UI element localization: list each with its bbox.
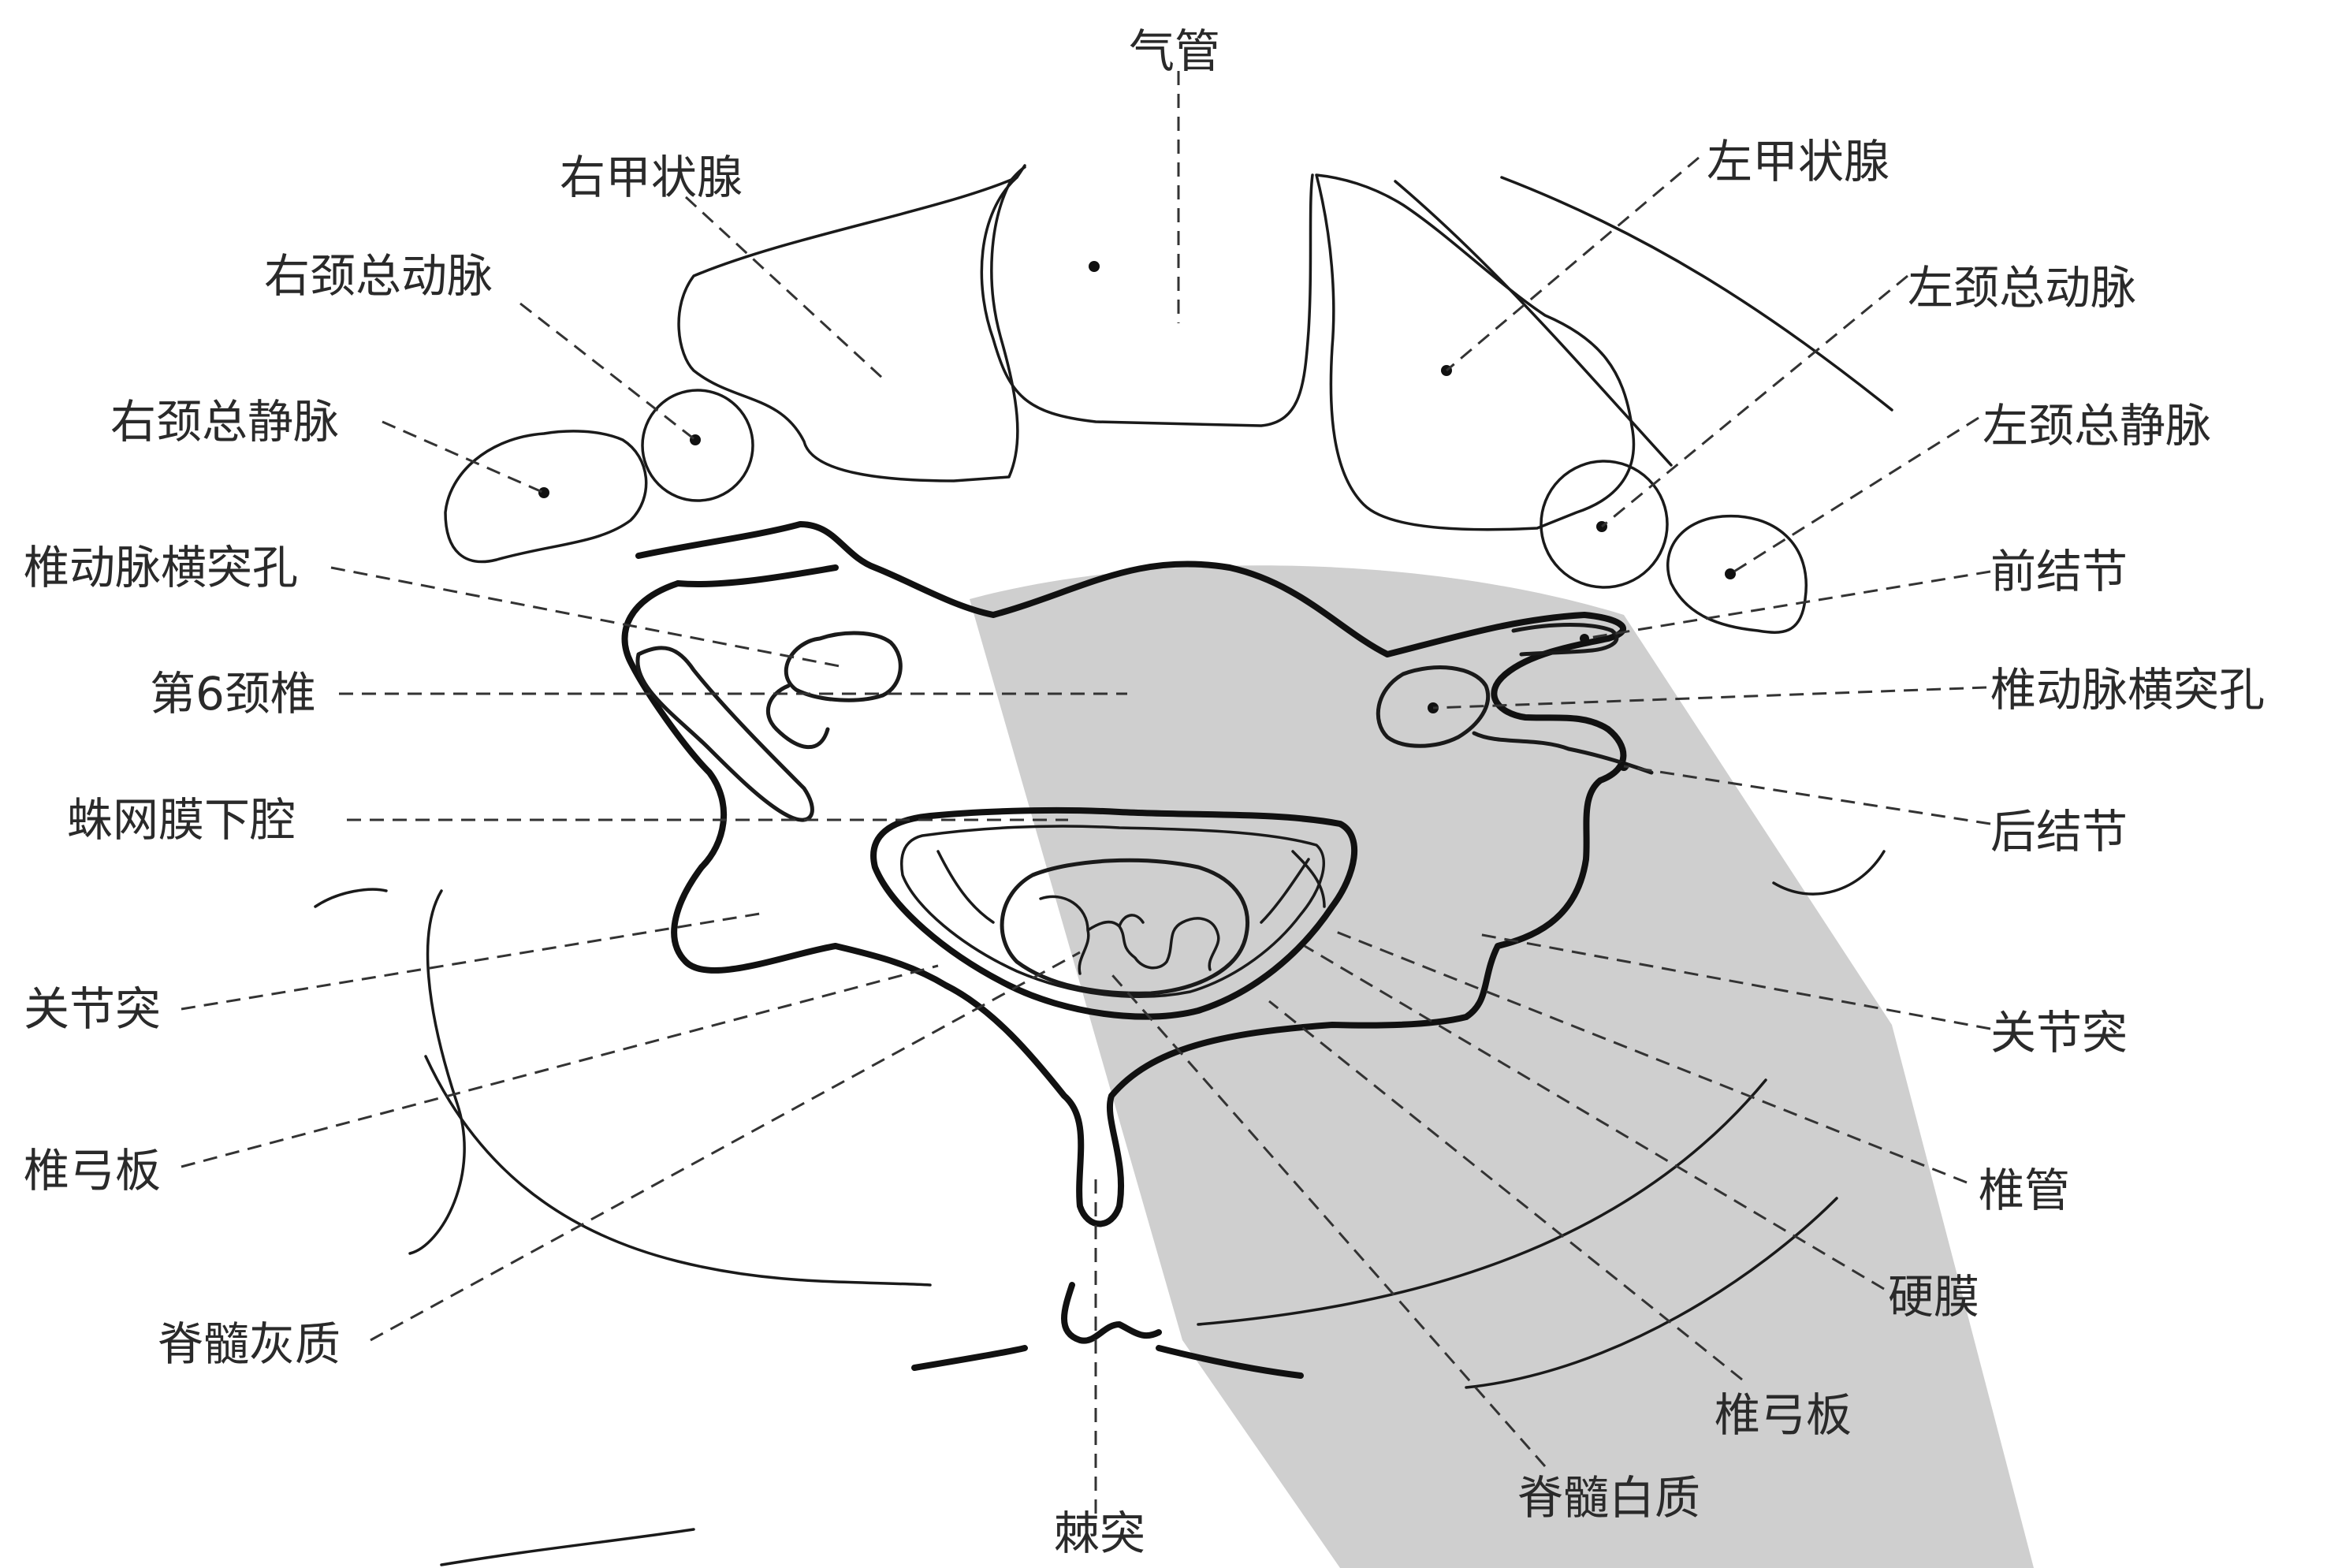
- trachea-outline: [981, 175, 1312, 426]
- leader-right-ijv: [382, 422, 544, 493]
- right-cca: [642, 390, 753, 501]
- label-right-ijv: 右颈总静脉: [110, 395, 339, 449]
- left-ijv: [1668, 516, 1807, 633]
- left-ijv-dot: [1725, 568, 1736, 579]
- label-left-lamina: 椎弓板: [1715, 1388, 1852, 1442]
- label-right-articular-process: 关节突: [24, 982, 161, 1036]
- right-transverse-inner: [768, 686, 828, 747]
- left-thyroid-outline: [1316, 175, 1633, 530]
- posterior-arc-right: [426, 1056, 930, 1285]
- right-ijv-dot: [538, 487, 549, 498]
- leader-anterior-tubercle: [1584, 572, 1990, 639]
- ligament-right: [914, 1348, 1025, 1368]
- anterior-tubercle-dot: [1580, 634, 1589, 643]
- left-neck-line-2: [1502, 177, 1892, 410]
- label-spinous-process: 棘突: [1054, 1507, 1145, 1560]
- leader-right-cca: [520, 304, 695, 440]
- label-trachea: 气管: [1129, 24, 1220, 78]
- watermark-band: [970, 565, 2034, 1568]
- spinous-base: [1064, 1285, 1159, 1341]
- right-transverse-foramen: [786, 633, 900, 700]
- leader-left-cca: [1602, 276, 1908, 527]
- label-c6-vertebra: 第6颈椎: [150, 667, 316, 721]
- lamina-curve-right: [410, 891, 464, 1253]
- right-thyroid-outline: [679, 180, 1018, 481]
- facet-curve-right: [315, 889, 386, 907]
- leader-left-ijv: [1730, 418, 1979, 574]
- skin-curve: [441, 1529, 694, 1565]
- label-white-matter: 脊髓白质: [1517, 1471, 1700, 1525]
- label-left-ijv: 左颈总静脉: [1983, 399, 2211, 453]
- label-right-lamina: 椎弓板: [24, 1144, 161, 1197]
- label-dura-mater: 硬膜: [1888, 1270, 1979, 1324]
- label-left-thyroid: 左甲状腺: [1707, 135, 1890, 188]
- label-anterior-tubercle: 前结节: [1990, 545, 2128, 598]
- label-left-cca: 左颈总动脉: [1908, 261, 2136, 315]
- leader-right-thyroid: [686, 197, 883, 378]
- label-right-transverse-foramen: 椎动脉横突孔: [24, 541, 298, 594]
- label-right-cca: 右颈总动脉: [264, 249, 493, 303]
- leader-right-tf: [331, 568, 840, 666]
- leader-gray-matter: [370, 952, 1080, 1340]
- label-subarachnoid-space: 蛛网膜下腔: [67, 793, 296, 847]
- trachea-dot: [1089, 261, 1100, 272]
- label-right-thyroid: 右甲状腺: [560, 151, 743, 204]
- subarachnoid-left: [938, 851, 993, 922]
- left-neck-line-1: [1395, 181, 1671, 465]
- label-gray-matter: 脊髓灰质: [158, 1317, 341, 1371]
- label-vertebral-canal: 椎管: [1979, 1164, 2070, 1217]
- c6-body-top: [678, 568, 836, 584]
- label-left-transverse-foramen: 椎动脉横突孔: [1990, 663, 2265, 717]
- label-left-articular-process: 关节突: [1990, 1006, 2128, 1060]
- label-posterior-tubercle: 后结节: [1990, 805, 2128, 858]
- leader-right-lamina: [181, 966, 938, 1167]
